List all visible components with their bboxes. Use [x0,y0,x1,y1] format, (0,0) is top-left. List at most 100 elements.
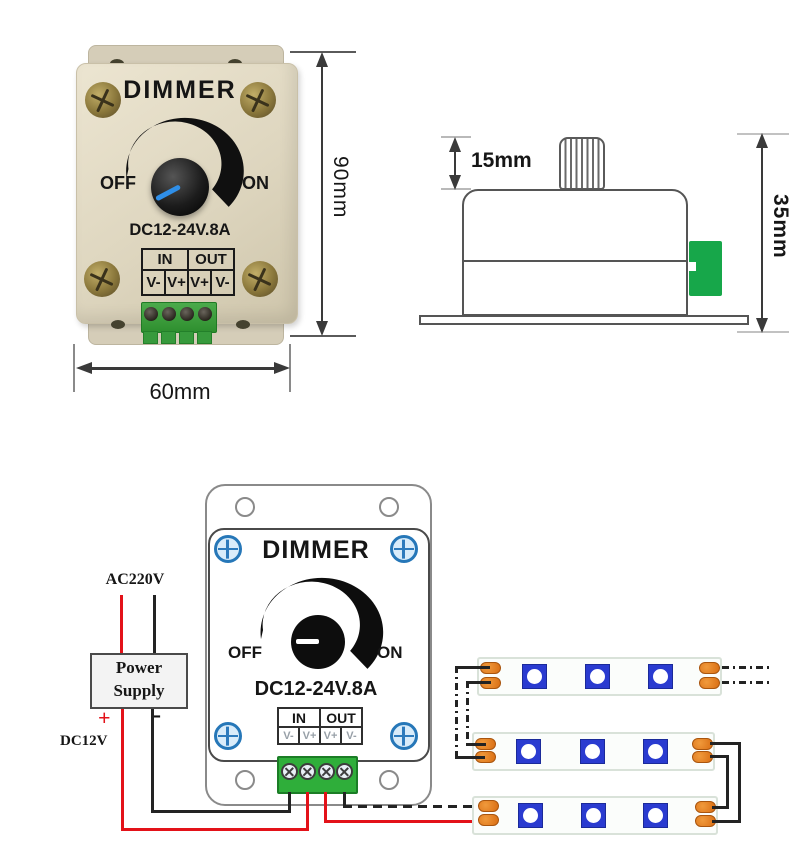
terminal-table: IN OUT V- V+ V+ V- [141,248,235,296]
arrow-right-icon [274,362,290,374]
screw-icon [84,261,120,297]
wire-dashed [343,805,480,808]
width-dimension-arrow [84,367,282,370]
width-dimension-tick [289,344,291,392]
screw-icon [85,82,121,118]
led-strip [472,796,718,835]
diagram-title: DIMMER [262,536,370,564]
width-dimension-label: 60mm [149,379,211,404]
led-chip-icon [648,664,673,689]
arrow-up-icon [316,52,328,67]
led-chip-icon [580,739,605,764]
body-height-arrow [761,141,763,331]
on-label: ON [242,173,269,193]
height-dimension-arrow [321,60,323,328]
screw-icon [214,722,242,750]
wire [288,792,291,813]
side-body-seam [464,260,686,262]
body-height-label: 35mm [769,194,792,259]
wire [712,820,741,823]
ac-input-label: AC220V [105,571,165,588]
width-dimension-tick [73,344,75,392]
product-photo: DIMMER OFF ON DC12-24V.8A IN OUT V- V+ V… [0,0,400,420]
arrow-left-icon [76,362,92,374]
wire [306,792,309,831]
out-header: OUT [187,248,235,271]
terminal-slot [197,331,212,344]
mounting-hole [235,770,255,790]
out-header: OUT [319,707,363,728]
terminal-cell: V- [277,726,300,745]
led-chip-icon [643,739,668,764]
terminal-slot [161,331,176,344]
power-supply-label: Power [115,658,163,677]
off-label: OFF [228,643,262,662]
arrow-down-icon [449,175,461,190]
wire-dashdot [722,666,770,669]
wire [153,595,156,653]
wire [151,709,154,813]
terminal-screw-icon [336,763,353,780]
wire-dashdot [466,681,469,747]
side-view: 15mm 35mm [400,100,800,360]
wire [121,709,124,831]
arrow-up-icon [756,133,768,148]
mounting-hole [236,320,250,329]
knob-height-arrow [454,142,456,186]
spec-label: DC12-24V.8A [254,678,378,700]
power-supply-box [90,653,188,709]
dial-arc-icon [126,117,244,207]
terminal-cell: V+ [164,269,189,296]
in-header: IN [141,248,189,271]
screw-icon [390,722,418,750]
terminal-cell: V+ [187,269,212,296]
in-header: IN [277,707,321,728]
screw-icon [214,535,242,563]
wire [458,666,490,669]
terminal-screw-icon [198,307,212,321]
mounting-hole [379,770,399,790]
minus-label: - [153,702,161,728]
wire [324,820,482,823]
arrow-up-icon [449,137,461,152]
mounting-hole [111,320,125,329]
mounting-hole [379,497,399,517]
terminal-cell: V+ [298,726,321,745]
terminal-screw-icon [299,763,316,780]
led-chip-icon [581,803,606,828]
height-dimension-tick [290,335,356,337]
dc-output-label: DC12V [60,733,108,749]
led-chip-icon [643,803,668,828]
wire [121,828,309,831]
wire [738,742,741,823]
solder-pad [699,662,720,674]
on-label: ON [377,643,403,662]
terminal-table: IN OUT V- V+ V+ V- [277,707,363,745]
terminal-slot [143,331,158,344]
wire [324,792,327,823]
led-strip [477,657,722,696]
terminal-cell: V- [210,269,235,296]
solder-pad [478,800,499,812]
wire [710,755,729,758]
terminal-screw-icon [281,763,298,780]
knob-pointer-icon [296,639,319,644]
side-flange [419,315,749,325]
wire-dashdot [455,666,458,759]
terminal-screw-icon [180,307,194,321]
led-chip-icon [518,803,543,828]
mounting-hole [235,497,255,517]
side-knob [559,137,605,190]
wire [712,806,729,809]
arrow-down-icon [316,321,328,336]
terminal-screw-icon [162,307,176,321]
plus-label: + [98,705,111,730]
terminal-cell: V+ [319,726,342,745]
knob-height-label: 15mm [471,149,532,172]
side-body [462,189,688,316]
side-connector-notch [689,262,696,271]
solder-pad [699,677,720,689]
wire [455,756,485,759]
wire [710,742,741,745]
led-chip-icon [516,739,541,764]
